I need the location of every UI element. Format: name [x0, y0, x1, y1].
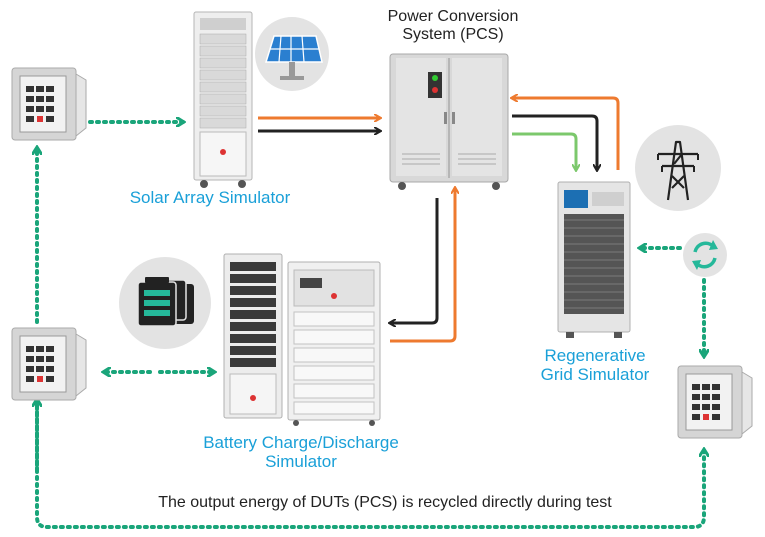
- battery-simulator-label-line1: Battery Charge/Discharge: [203, 433, 399, 452]
- recycle-icon: [683, 233, 727, 277]
- regenerative-grid-label-line1: Regenerative: [544, 346, 646, 365]
- grid-pcs-orange-arrow: [512, 98, 620, 170]
- solar-array-simulator-rack: [193, 11, 253, 188]
- regenerative-grid-label: Regenerative Grid Simulator: [510, 346, 680, 384]
- battery-simulator-label: Battery Charge/Discharge Simulator: [170, 433, 432, 471]
- breaker-panel-icon: [11, 327, 87, 401]
- regenerative-grid-label-line2: Grid Simulator: [540, 365, 650, 385]
- grid-pcs-black-arrow: [512, 114, 597, 170]
- pcs-title-line1: Power Conversion: [387, 8, 519, 25]
- pcs-title-line2: System (PCS): [402, 25, 504, 43]
- battery-simulator-racks: [223, 253, 381, 426]
- breaker-panel-icon: [11, 67, 87, 141]
- dotted-bottom-loop: [35, 398, 704, 529]
- solar-panel-icon: [255, 17, 329, 91]
- grid-pcs-green-arrow: [512, 132, 576, 170]
- pcs-cabinet: [389, 53, 509, 190]
- solar-array-label: Solar Array Simulator: [129, 188, 291, 207]
- power-tower-icon: [635, 125, 721, 211]
- battery-simulator-label-line2: Simulator: [265, 452, 337, 472]
- breaker-panel-icon: [677, 365, 753, 439]
- battery-pcs-orange-arrow: [390, 188, 455, 343]
- pcs-title: Power Conversion System (PCS): [330, 8, 576, 44]
- regenerative-grid-simulator-cabinet: [557, 181, 631, 338]
- pcs-battery-black-arrow: [390, 198, 439, 323]
- footer-caption: The output energy of DUTs (PCS) is recyc…: [158, 494, 612, 511]
- battery-stack-icon: [119, 257, 211, 349]
